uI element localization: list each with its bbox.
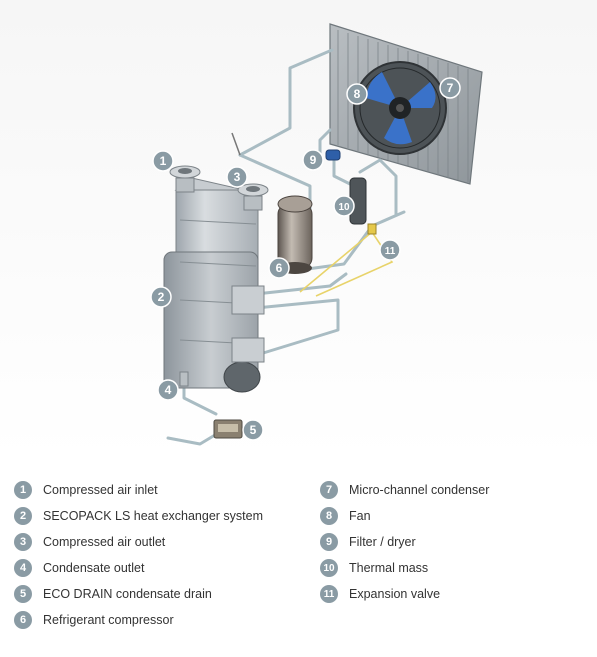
svg-text:4: 4 xyxy=(165,383,172,397)
legend-item-10: 10 Thermal mass xyxy=(320,558,428,578)
svg-text:6: 6 xyxy=(276,261,283,275)
legend-item-3: 3 Compressed air outlet xyxy=(14,532,165,552)
callout-10: 10 xyxy=(333,195,355,217)
svg-text:7: 7 xyxy=(447,81,454,95)
legend-item-9: 9 Filter / dryer xyxy=(320,532,416,552)
callout-2: 2 xyxy=(150,286,172,308)
sensor-wire xyxy=(231,132,241,156)
legend-badge: 9 xyxy=(320,533,338,551)
legend-item-4: 4 Condensate outlet xyxy=(14,558,144,578)
legend-label: Condensate outlet xyxy=(43,561,145,575)
callout-3: 3 xyxy=(226,166,248,188)
svg-text:11: 11 xyxy=(385,246,396,257)
condensate-outlet xyxy=(179,371,189,387)
filter-dryer xyxy=(325,149,341,161)
callout-5: 5 xyxy=(242,419,264,441)
legend-badge: 11 xyxy=(320,585,338,603)
callout-7: 7 xyxy=(439,77,461,99)
secopack-heat-exchanger xyxy=(163,177,265,393)
legend-badge: 2 xyxy=(14,507,32,525)
legend-badge: 7 xyxy=(320,481,338,499)
expansion-valve xyxy=(367,223,377,235)
eco-drain xyxy=(213,419,243,439)
svg-text:2: 2 xyxy=(158,290,165,304)
callout-1: 1 xyxy=(152,150,174,172)
callout-11: 11 xyxy=(379,239,401,261)
svg-text:3: 3 xyxy=(234,170,241,184)
legend-badge: 8 xyxy=(320,507,338,525)
legend-label: Filter / dryer xyxy=(349,535,416,549)
compressed-air-inlet xyxy=(169,165,201,193)
svg-text:10: 10 xyxy=(338,202,350,213)
compressed-air-outlet xyxy=(237,183,269,211)
legend-item-1: 1 Compressed air inlet xyxy=(14,480,158,500)
legend-badge: 3 xyxy=(14,533,32,551)
refrigeration-dryer-diagram: 1 2 3 4 5 6 7 8 xyxy=(150,23,483,446)
callout-8: 8 xyxy=(346,83,368,105)
legend-item-5: 5 ECO DRAIN condensate drain xyxy=(14,584,212,604)
legend-badge: 10 xyxy=(320,559,338,577)
legend-label: ECO DRAIN condensate drain xyxy=(43,587,212,601)
legend-label: Refrigerant compressor xyxy=(43,613,174,627)
legend-label: Compressed air outlet xyxy=(43,535,166,549)
micro-channel-condenser xyxy=(329,23,483,185)
legend-label: Compressed air inlet xyxy=(43,483,158,497)
legend-label: Fan xyxy=(349,509,371,523)
legend-badge: 6 xyxy=(14,611,32,629)
legend-item-11: 11 Expansion valve xyxy=(320,584,440,604)
legend-item-8: 8 Fan xyxy=(320,506,371,526)
fan xyxy=(353,61,447,155)
legend-badge: 4 xyxy=(14,559,32,577)
legend-label: Expansion valve xyxy=(349,587,441,601)
legend-badge: 5 xyxy=(14,585,32,603)
svg-text:1: 1 xyxy=(160,154,167,168)
legend-item-2: 2 SECOPACK LS heat exchanger system xyxy=(14,506,263,526)
callout-6: 6 xyxy=(268,257,290,279)
legend-item-7: 7 Micro-channel condenser xyxy=(320,480,489,500)
svg-text:5: 5 xyxy=(250,423,257,437)
callout-9: 9 xyxy=(302,149,324,171)
legend-badge: 1 xyxy=(14,481,32,499)
legend-label: SECOPACK LS heat exchanger system xyxy=(43,509,264,523)
svg-text:9: 9 xyxy=(310,153,317,167)
legend-label: Thermal mass xyxy=(349,561,429,575)
legend-item-6: 6 Refrigerant compressor xyxy=(14,610,174,630)
component-legend: 1 Compressed air inlet 2 SECOPACK LS hea… xyxy=(0,478,597,648)
svg-text:8: 8 xyxy=(354,87,361,101)
callout-4: 4 xyxy=(157,379,179,401)
legend-label: Micro-channel condenser xyxy=(349,483,490,497)
